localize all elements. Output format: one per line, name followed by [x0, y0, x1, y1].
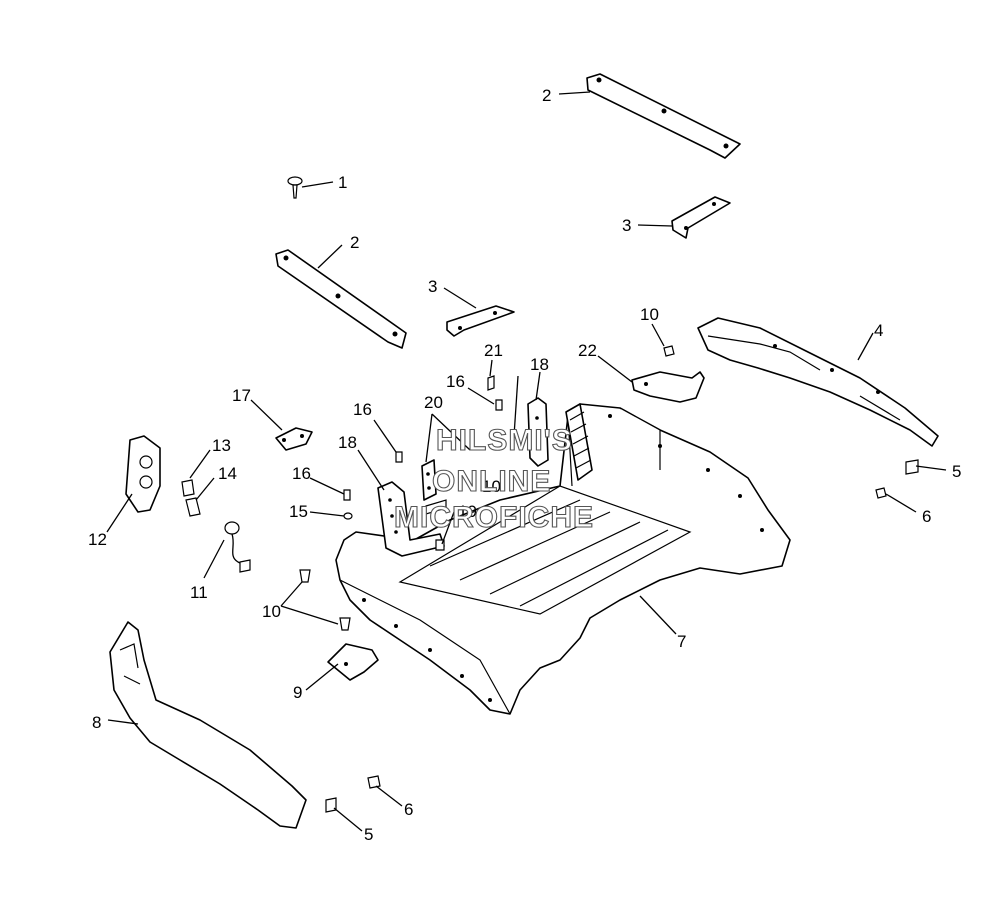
part-3-bracket-right	[671, 196, 731, 239]
callout-3-left: 3	[428, 277, 437, 296]
part-17-bracket	[275, 427, 313, 451]
callout-12: 12	[88, 530, 107, 549]
part-4-side-panel	[697, 317, 939, 447]
callout-10-left: 10	[262, 602, 281, 621]
callout-2-lower: 2	[350, 233, 359, 252]
part-18-bracket-right	[527, 397, 549, 467]
part-11-harness	[224, 521, 251, 573]
callout-22: 22	[578, 341, 597, 360]
part-14-bulb	[185, 497, 201, 517]
part-20-clamp	[421, 459, 437, 501]
callout-4: 4	[874, 321, 883, 340]
part-9-bracket	[327, 643, 379, 681]
callout-1: 1	[338, 173, 347, 192]
watermark-line-2: ONLINE	[432, 465, 551, 498]
callout-7: 7	[677, 632, 686, 651]
callout-21: 21	[484, 341, 503, 360]
callout-15: 15	[289, 502, 308, 521]
callout-18-right: 18	[530, 355, 549, 374]
part-12-tail-light	[125, 435, 161, 513]
callout-14: 14	[218, 464, 237, 483]
callout-6-right: 6	[922, 507, 931, 526]
callout-11: 11	[190, 583, 208, 602]
fasteners	[299, 345, 919, 813]
part-8-side-panel	[109, 621, 307, 829]
callout-labels: 1 2 2 3 3 4 5 5 6 6 7 8 9 10 10 10 11 12…	[88, 86, 961, 844]
callout-13: 13	[212, 436, 231, 455]
watermark: HILSMI'S ONLINE MICROFICHE	[393, 423, 594, 534]
part-2-upper-bar	[586, 73, 741, 159]
callout-8: 8	[92, 713, 101, 732]
callout-5-right: 5	[952, 462, 961, 481]
callout-16-top: 16	[446, 372, 465, 391]
callout-17: 17	[232, 386, 251, 405]
part-18-bracket-left	[377, 481, 445, 557]
part-1-screw	[287, 176, 303, 199]
callout-19: 19	[458, 502, 477, 521]
callout-10-top: 10	[640, 305, 659, 324]
part-2-lower-bar	[275, 249, 407, 349]
part-13-bulb	[181, 479, 195, 497]
watermark-line-3: MICROFICHE	[394, 501, 594, 534]
leader-lines	[106, 91, 947, 832]
part-7-rear-fender	[335, 403, 791, 715]
callout-5-bottom: 5	[364, 825, 373, 844]
callout-9: 9	[293, 683, 302, 702]
callout-2-upper: 2	[542, 86, 551, 105]
callout-3-right: 3	[622, 216, 631, 235]
part-3-bracket-left	[446, 305, 515, 337]
callout-6-bottom: 6	[404, 800, 413, 819]
callout-16-left: 16	[292, 464, 311, 483]
callout-20: 20	[424, 393, 443, 412]
callout-18-left: 18	[338, 433, 357, 452]
part-22-bracket	[631, 371, 705, 403]
callout-16-mid: 16	[353, 400, 372, 419]
watermark-line-1: HILSMI'S	[436, 424, 573, 457]
callout-10-center: 10	[482, 477, 501, 496]
